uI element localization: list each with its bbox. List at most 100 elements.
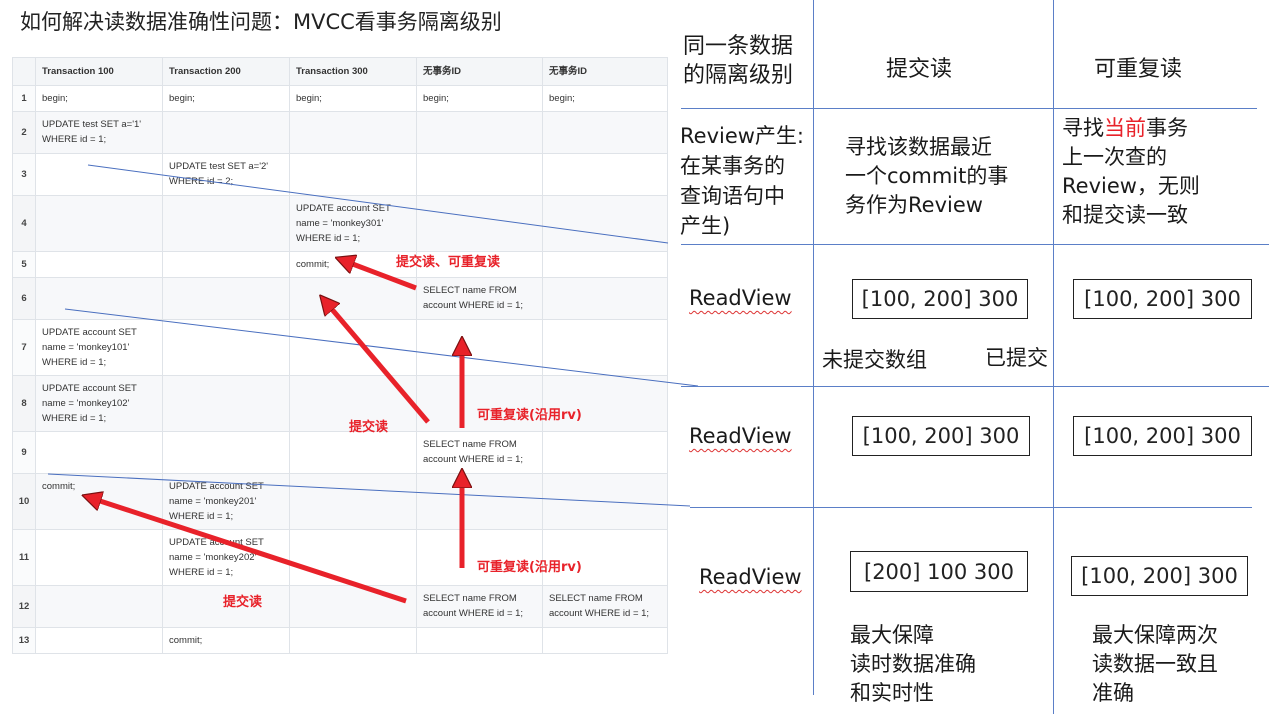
text-line: 和提交读一致 [1062,203,1188,227]
cell-line: WHERE id = 1; [296,233,361,244]
text-line: 和实时性 [850,681,934,705]
grid-hline-1 [681,108,1257,109]
table-cell [35,431,163,474]
header-line: 的隔离级别 [683,63,794,88]
cell-line: UPDATE account SET [169,537,264,548]
text-line: 准确 [1092,681,1134,705]
text-line: 产生) [680,214,731,238]
text-line: 读时数据准确 [850,652,976,676]
cell-line: account WHERE id = 1; [423,608,524,619]
table-cell [416,111,543,154]
cell-line: begin; [296,93,322,104]
cell-line: SELECT name FROM [423,285,517,296]
row-index: 8 [12,375,36,432]
table-cell [289,585,417,628]
table-cell [542,277,668,320]
connector-line-2 [64,308,699,387]
grid-vline-1 [813,0,814,695]
cell-line: name = 'monkey201' [169,496,257,507]
table-cell: UPDATE test SET a='2' WHERE id = 2; [162,153,290,196]
table-cell [416,627,543,654]
review-rr-text: 寻找当前事务 上一次查的 Review，无则 和提交读一致 [1062,114,1200,230]
cell-line: SELECT name FROM [549,593,643,604]
table-cell [35,585,163,628]
cell-line: commit; [169,635,203,646]
cell-line: UPDATE test SET a='2' [169,161,269,172]
text-line: Review，无则 [1062,174,1200,198]
text-line: 最大保障 [850,623,934,647]
table-cell [542,319,668,376]
review-rc-text: 寻找该数据最近 一个commit的事 务作为Review [845,133,1008,220]
text-line: 查询语句中 [680,184,785,208]
text-segment: 寻找 [1062,116,1104,140]
cell-line: account WHERE id = 1; [423,454,524,465]
review-origin-text: Review产生: 在某事务的 查询语句中 产生) [680,121,804,241]
table-cell [289,319,417,376]
readview-label-3: ReadView [699,565,802,589]
cell-line: WHERE id = 1; [42,413,107,424]
text-line: 寻找当前事务 [1062,114,1200,143]
cell-line: UPDATE account SET [169,481,264,492]
cell-line: WHERE id = 2; [169,176,234,187]
table-cell: begin; [35,85,163,112]
grid-hline-4 [690,507,1252,508]
header-line: 同一条数据 [683,34,794,59]
summary-rr: 最大保障两次 读数据一致且 准确 [1092,621,1218,708]
cell-line: account WHERE id = 1; [549,608,650,619]
row-index: 6 [12,277,36,320]
table-cell [35,153,163,196]
cell-line: name = 'monkey301' [296,218,384,229]
row-index: 9 [12,431,36,474]
cell-line: UPDATE account SET [42,383,137,394]
table-cell [542,111,668,154]
grid-vline-2 [1053,0,1054,714]
text-line: 读数据一致且 [1092,652,1218,676]
header-col-2: Transaction 200 [162,57,290,86]
cell-line: commit; [296,259,330,270]
cell-line: account WHERE id = 1; [423,300,524,311]
annotation-rr-1: 可重复读(沿用rv) [477,408,582,423]
table-cell [416,473,543,530]
arrow-rc-to-commit-300 [330,307,430,424]
text-line: Review产生: [680,124,805,148]
readview-box-rr-2: [100, 200] 300 [1073,416,1252,456]
table-cell [542,627,668,654]
text-line: 最大保障两次 [1092,623,1218,647]
table-cell [35,251,163,278]
cell-line: begin; [549,93,575,104]
cell-line: WHERE id = 1; [42,134,107,145]
text-line: 上一次查的 [1062,145,1167,169]
table-cell [542,375,668,432]
table-row: 8 UPDATE account SET name = 'monkey102' WHE… [12,375,668,432]
readview-box-rr-3: [100, 200] 300 [1071,556,1248,596]
cell-line: SELECT name FROM [423,439,517,450]
cell-line: begin; [42,93,68,104]
table-cell [289,627,417,654]
grid-hline-2 [681,244,1269,245]
committed-label: 已提交 [985,346,1048,370]
cell-line: begin; [169,93,195,104]
table-cell [542,431,668,474]
cell-line: UPDATE test SET a='1' [42,119,142,130]
text-line: 一个commit的事 [845,164,1009,188]
table-cell [162,375,290,432]
text-line: 在某事务的 [680,154,785,178]
table-cell [289,277,417,320]
readview-box-rc-2: [100, 200] 300 [852,416,1030,456]
readview-label-2: ReadView [689,424,792,448]
cell-line: name = 'monkey102' [42,398,130,409]
text-segment: 事务 [1146,116,1188,140]
